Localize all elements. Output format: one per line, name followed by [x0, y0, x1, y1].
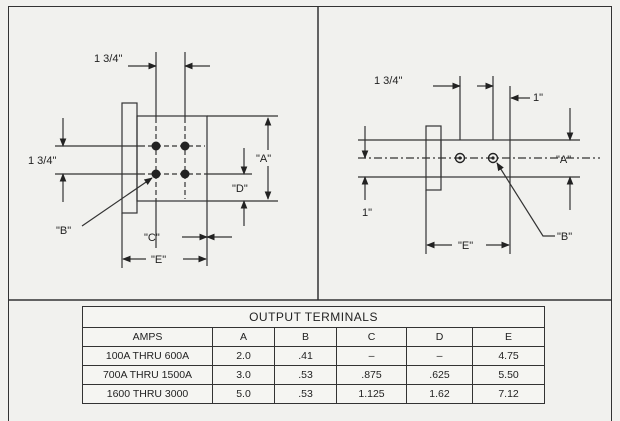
right-view [358, 76, 600, 254]
table-cell: .875 [336, 365, 407, 385]
right-leader-b [496, 162, 555, 237]
output-terminals-table: OUTPUT TERMINALS AMPS A B C D E 100A THR… [81, 306, 546, 404]
table-cell: .41 [274, 346, 337, 366]
table-cell: 100A THRU 600A [82, 346, 213, 366]
table-cell: 1600 THRU 3000 [82, 384, 213, 404]
left-dim-side-label: 1 3/4" [28, 155, 56, 167]
left-label-e: "E" [151, 254, 166, 266]
right-dim-top-right-label: 1" [533, 92, 543, 104]
table-cell: 5.50 [471, 365, 546, 385]
right-label-e: "E" [458, 240, 473, 252]
table-cell: .625 [406, 365, 473, 385]
left-view [55, 52, 278, 268]
column-header: E [471, 327, 546, 347]
table-header-row: AMPS A B C D E [82, 327, 546, 347]
table-row: 100A THRU 600A 2.0 .41 – – 4.75 [82, 346, 546, 366]
table-cell: 700A THRU 1500A [82, 365, 213, 385]
left-label-a: "A" [256, 153, 271, 165]
left-bolt-holes [151, 141, 190, 179]
table-cell: .53 [274, 384, 337, 404]
left-bolt-hole [151, 141, 161, 151]
right-dim-side-label: 1" [362, 207, 372, 219]
left-label-b: "B" [56, 225, 71, 237]
table-row: 700A THRU 1500A 3.0 .53 .875 .625 5.50 [82, 365, 546, 385]
column-header: C [336, 327, 407, 347]
right-dim-top-label: 1 3/4" [374, 75, 402, 87]
column-header: A [212, 327, 275, 347]
table-cell: 5.0 [212, 384, 275, 404]
table-row: 1600 THRU 3000 5.0 .53 1.125 1.62 7.12 [82, 384, 546, 404]
left-leader-b [81, 177, 153, 227]
left-label-d: "D" [232, 183, 248, 195]
right-bolt-hole-center [491, 156, 495, 160]
table-title: OUTPUT TERMINALS [81, 306, 546, 328]
column-header: AMPS [82, 327, 213, 347]
right-bolt-hole-center [458, 156, 462, 160]
left-dim-top-label: 1 3/4" [94, 53, 122, 65]
left-terminal-pad [136, 115, 208, 202]
left-bolt-hole [180, 169, 190, 179]
table-cell: 1.125 [336, 384, 407, 404]
table-cell: 2.0 [212, 346, 275, 366]
table-cell: 1.62 [406, 384, 473, 404]
table-title-row: OUTPUT TERMINALS [81, 306, 546, 328]
table-cell: 7.12 [471, 384, 546, 404]
right-bolt-hole [487, 152, 499, 164]
right-label-a: "A" [556, 154, 571, 166]
left-bolt-hole [180, 141, 190, 151]
table-cell: – [336, 346, 407, 366]
column-header: B [274, 327, 337, 347]
column-header: D [406, 327, 473, 347]
table-cell: 3.0 [212, 365, 275, 385]
table-cell: .53 [274, 365, 337, 385]
drawing-frame [8, 6, 612, 421]
left-label-c: "C" [144, 232, 160, 244]
right-label-b: "B" [557, 231, 572, 243]
table-cell: – [406, 346, 473, 366]
right-bolt-hole [454, 152, 466, 164]
right-bolt-holes [454, 152, 499, 164]
table-cell: 4.75 [471, 346, 546, 366]
left-bolt-hole [151, 169, 161, 179]
